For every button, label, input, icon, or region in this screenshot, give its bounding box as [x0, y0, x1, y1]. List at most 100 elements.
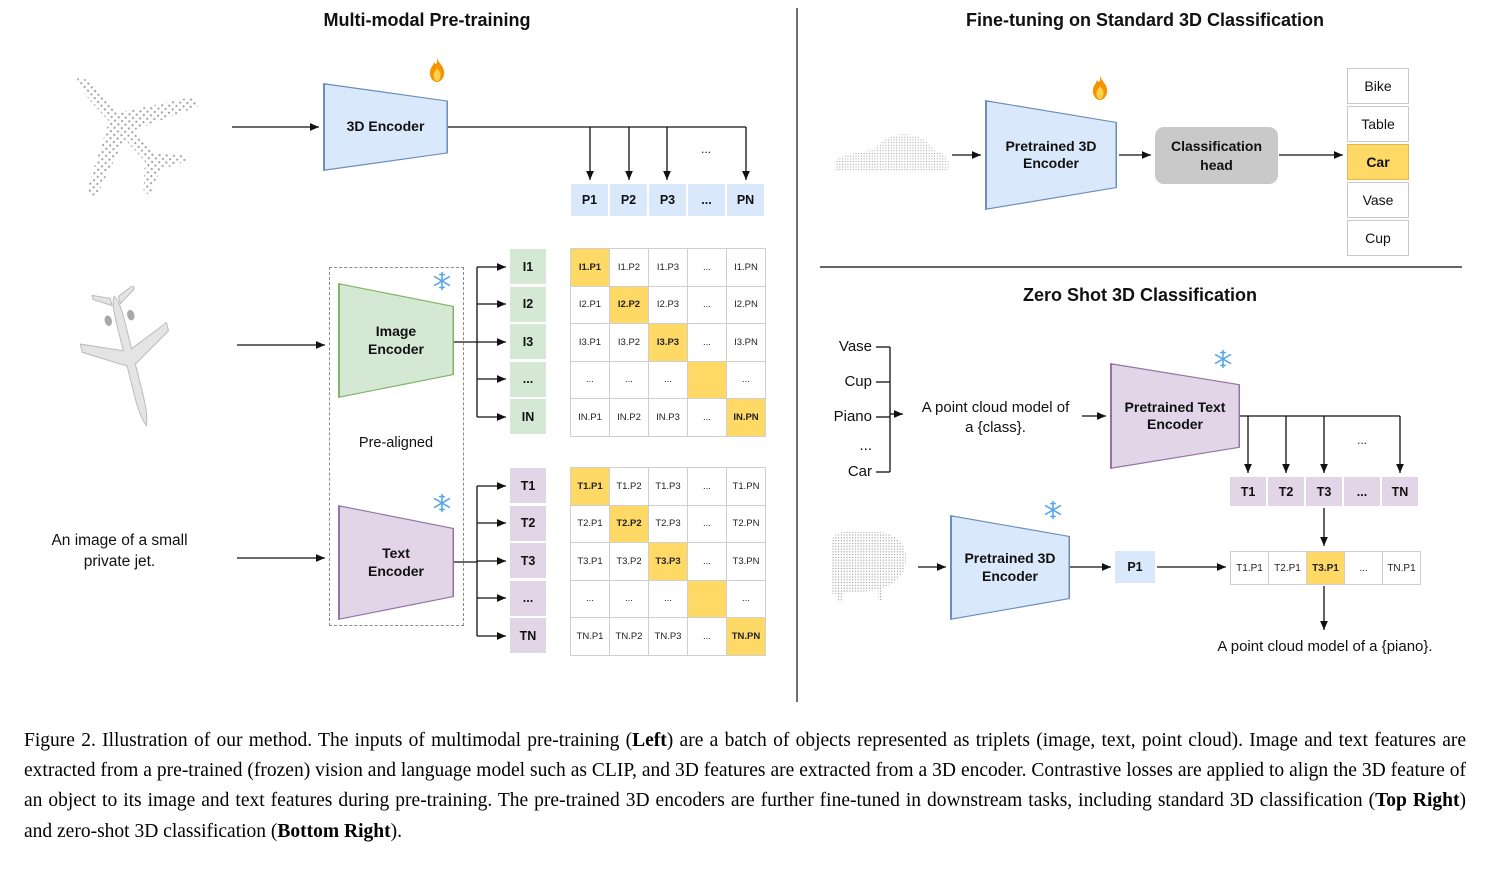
- i-cell: I2: [510, 286, 546, 322]
- matrix-cell: TN.P2: [610, 618, 649, 656]
- snowflake-icon: [432, 271, 452, 291]
- caption-bold: Bottom Right: [277, 820, 391, 842]
- caption-segment: Figure 2. Illustration of our method. Th…: [24, 730, 633, 751]
- top-right-title: Fine-tuning on Standard 3D Classificatio…: [965, 10, 1325, 30]
- t-cell: T1: [1230, 477, 1266, 506]
- p-cell: ...: [688, 184, 725, 216]
- matrix-cell: [688, 361, 727, 399]
- t-cell: ...: [1344, 477, 1380, 506]
- private-jet-image: [79, 286, 170, 428]
- t-cell: T2: [510, 505, 546, 541]
- class-cell-highlighted: Car: [1347, 144, 1409, 180]
- matrix-cell: I1.P2: [610, 249, 649, 287]
- text-feature-column: T1 T2 T3 ... TN: [510, 468, 546, 656]
- t-cell: TN: [1382, 477, 1418, 506]
- matrix-cell: ...: [688, 543, 727, 581]
- result-cell: T2.P1: [1269, 552, 1307, 585]
- matrix-cell: T3.PN: [727, 543, 766, 581]
- result-cell: ...: [1345, 552, 1383, 585]
- i-cell: IN: [510, 399, 546, 434]
- t-cell: TN: [510, 618, 546, 653]
- 3d-encoder-shape: 3D Encoder: [323, 83, 448, 171]
- matrix-cell: T1.PN: [727, 468, 766, 506]
- matrix-cell: ...: [688, 468, 727, 506]
- zero-shot-t-row: T1 T2 T3 ... TN: [1230, 477, 1420, 506]
- caption-segment: ) and zero-shot 3D classification (: [24, 790, 1466, 842]
- zero-shot-result-row: T1.P1 T2.P1 T3.P1 ... TN.P1: [1230, 551, 1421, 585]
- p-feature-row: P1 P2 P3 ... PN: [571, 184, 766, 216]
- 3d-encoder-label: 3D Encoder: [346, 118, 425, 135]
- matrix-cell: ...: [688, 324, 727, 362]
- matrix-cell: ...: [610, 361, 649, 399]
- pretrained-3d-encoder-zs-shape: Pretrained 3D Encoder: [950, 515, 1070, 620]
- matrix-cell: [688, 580, 727, 618]
- caption-segment: ) are a batch of objects represented as …: [24, 730, 1466, 812]
- matrix-cell: ...: [571, 361, 610, 399]
- result-cell: TN.P1: [1383, 552, 1421, 585]
- zero-shot-class: Piano: [833, 408, 872, 425]
- zero-shot-class: Cup: [844, 373, 872, 390]
- matrix-cell: ...: [688, 505, 727, 543]
- snowflake-icon: [1043, 500, 1063, 520]
- pretrained-3d-encoder-label: Pretrained 3D Encoder: [1005, 137, 1097, 172]
- matrix-cell: I2.P3: [649, 286, 688, 324]
- matrix-cell: I1.P1: [571, 249, 610, 287]
- class-cell: Cup: [1347, 220, 1409, 256]
- t-cell: T1: [510, 468, 546, 503]
- snowflake-icon: [1213, 349, 1233, 369]
- t-cell: T3: [1306, 477, 1342, 506]
- matrix-cell: T2.P2: [610, 505, 649, 543]
- pre-aligned-box: [329, 267, 464, 626]
- matrix-cell: T1.P3: [649, 468, 688, 506]
- caption-bold: Top Right: [1375, 790, 1460, 812]
- class-cell: Vase: [1347, 182, 1409, 218]
- car-point-cloud: [834, 134, 949, 171]
- prompt-text: A point cloud model of a {class}.: [921, 399, 1070, 437]
- ellipsis-label: ...: [700, 142, 711, 156]
- matrix-cell: T2.P1: [571, 505, 610, 543]
- p-cell: PN: [727, 184, 764, 216]
- matrix-cell: ...: [688, 618, 727, 656]
- matrix-cell: T3.P2: [610, 543, 649, 581]
- matrix-cell: T2.P3: [649, 505, 688, 543]
- class-cell: Bike: [1347, 68, 1409, 104]
- t-cell: T3: [510, 543, 546, 578]
- text-encoder-label: Text Encoder: [367, 545, 424, 579]
- matrix-cell: ...: [649, 580, 688, 618]
- image-feature-column: I1 I2 I3 ... IN: [510, 249, 546, 437]
- piano-point-cloud: [831, 532, 907, 602]
- matrix-cell: ...: [571, 580, 610, 618]
- matrix-cell: ...: [610, 580, 649, 618]
- class-cell: Table: [1347, 106, 1409, 142]
- matrix-cell: IN.P2: [610, 399, 649, 437]
- i-cell: I3: [510, 324, 546, 359]
- matrix-cell: ...: [727, 361, 766, 399]
- classification-head-box: Classification head: [1155, 127, 1278, 184]
- p-cell: P3: [649, 184, 686, 216]
- p1-feature-cell: P1: [1115, 551, 1155, 583]
- zero-shot-class: ...: [859, 437, 872, 454]
- matrix-cell: ...: [688, 249, 727, 287]
- text-point-similarity-matrix: T1.P1 T1.P2 T1.P3 ... T1.PN T2.P1 T2.P2 …: [570, 467, 766, 656]
- image-encoder-label: Image Encoder: [367, 323, 424, 357]
- flame-icon: [1087, 74, 1113, 102]
- matrix-cell: TN.P1: [571, 618, 610, 656]
- matrix-cell: T1.P2: [610, 468, 649, 506]
- figure-canvas: Multi-modal Pre-training 3D Encoder P1 P…: [51, 8, 1462, 702]
- matrix-cell: IN.PN: [727, 399, 766, 437]
- ellipsis-label: ...: [1356, 433, 1367, 447]
- matrix-cell: I3.P3: [649, 324, 688, 362]
- pretrained-3d-encoder-shape: Pretrained 3D Encoder: [985, 100, 1117, 210]
- matrix-cell: I1.P3: [649, 249, 688, 287]
- matrix-cell: ...: [649, 361, 688, 399]
- zero-shot-class: Vase: [838, 338, 872, 355]
- left-panel-title: Multi-modal Pre-training: [323, 10, 531, 30]
- text-encoder-shape: Text Encoder: [338, 505, 454, 620]
- flame-icon: [424, 56, 450, 84]
- result-cell-highlighted: T3.P1: [1307, 552, 1345, 585]
- matrix-cell: T1.P1: [571, 468, 610, 506]
- class-list: Bike Table Car Vase Cup: [1347, 68, 1409, 256]
- t-cell: ...: [510, 580, 546, 616]
- matrix-cell: I3.PN: [727, 324, 766, 362]
- matrix-cell: ...: [727, 580, 766, 618]
